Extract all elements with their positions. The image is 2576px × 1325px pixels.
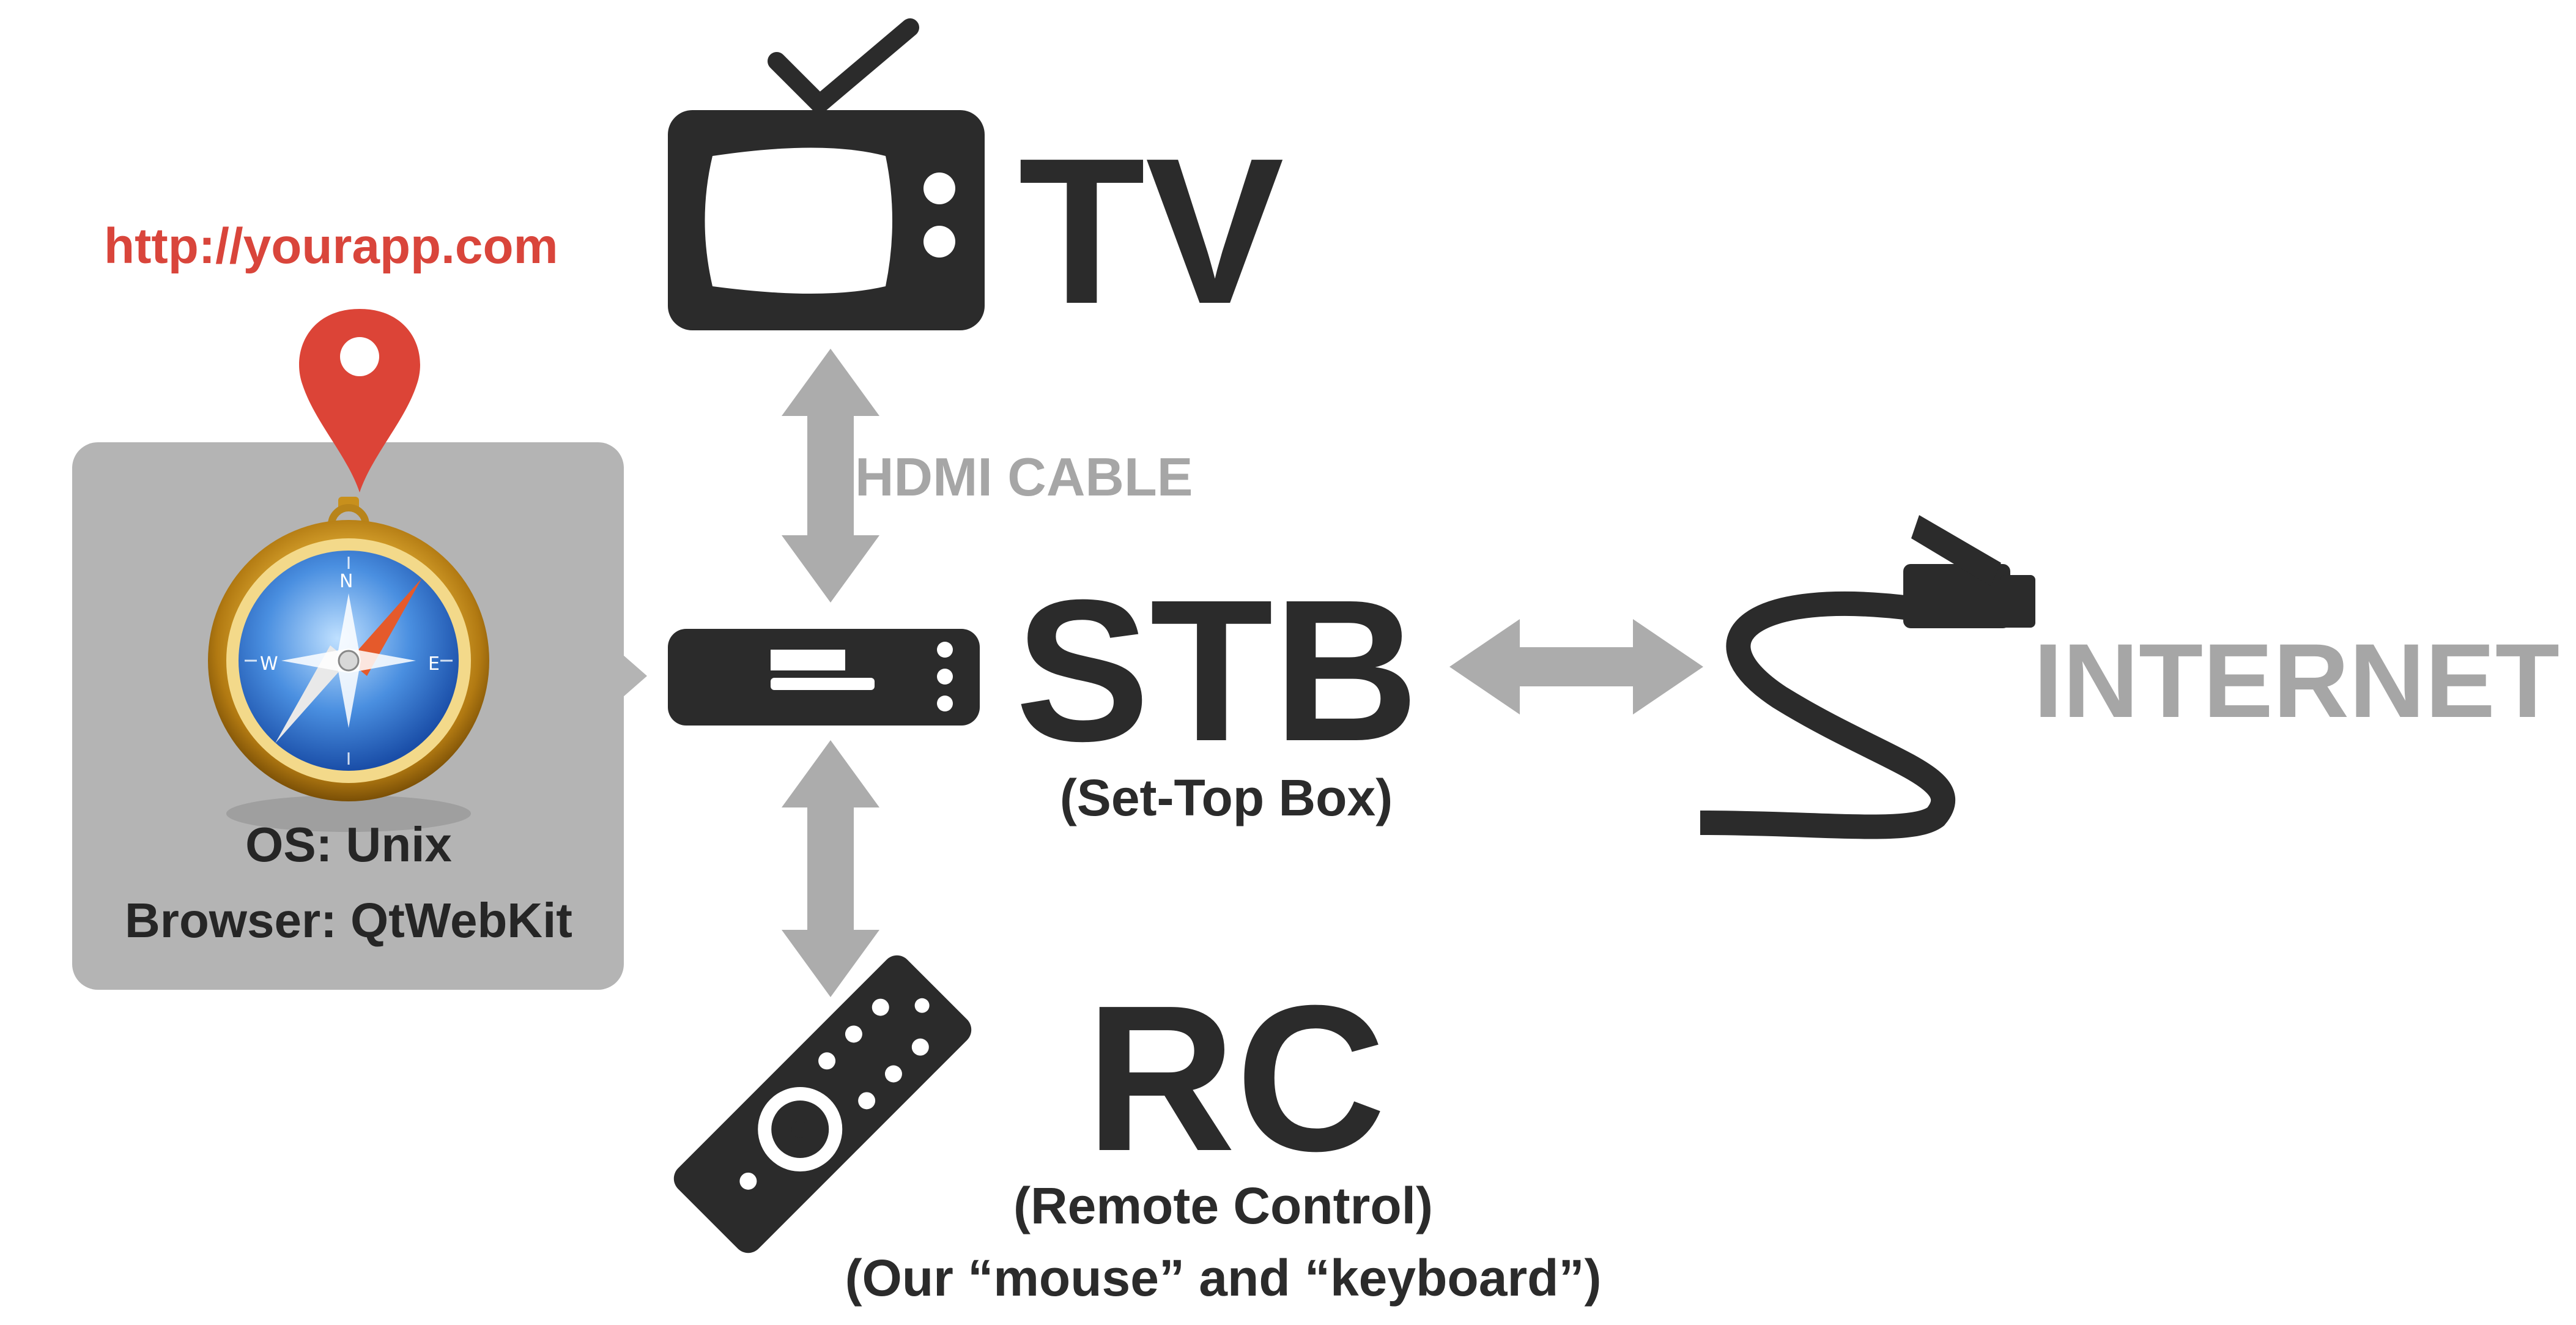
rc-arrow [782, 740, 879, 997]
stb-label: STB [1015, 557, 1419, 783]
svg-text:E: E [428, 653, 440, 675]
tv-label: TV [1018, 115, 1285, 347]
hdmi-arrow [782, 349, 879, 603]
ethernet-cable-icon [1700, 515, 2035, 839]
location-pin-icon [299, 309, 420, 492]
hdmi-cable-label: HDMI CABLE [855, 447, 1193, 507]
tv-icon [668, 18, 985, 330]
rc-label: RC [1086, 962, 1386, 1195]
browser-label: Browser: QtWebKit [125, 893, 572, 948]
internet-label: INTERNET [2034, 622, 2559, 740]
svg-text:W: W [260, 653, 278, 675]
safari-compass-icon: N E W [208, 497, 489, 832]
rc-sublabel: (Remote Control) [1013, 1177, 1433, 1234]
os-label: OS: Unix [245, 817, 452, 872]
internet-arrow [1449, 619, 1703, 714]
rc-sublabel-secondary: (Our “mouse” and “keyboard”) [845, 1249, 1602, 1307]
svg-text:N: N [339, 571, 353, 592]
stb-sublabel: (Set-Top Box) [1060, 769, 1393, 826]
remote-control-icon [673, 955, 972, 1253]
set-top-box-icon [668, 629, 980, 726]
app-url: http://yourapp.com [104, 218, 558, 274]
